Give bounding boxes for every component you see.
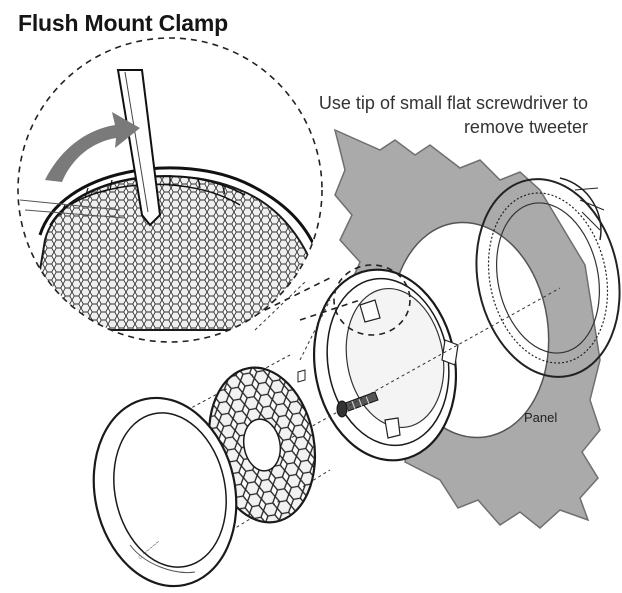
callout-line-1: Use tip of small flat screwdriver to xyxy=(318,93,588,113)
screwdriver xyxy=(116,69,162,227)
zoom-detail xyxy=(17,37,323,343)
panel-label: Panel xyxy=(524,410,558,425)
callout-line-2: remove tweeter xyxy=(463,117,588,137)
screwdriver-callout: Use tip of small flat screwdriver to rem… xyxy=(319,91,588,139)
flush-mount-clamp xyxy=(312,268,459,462)
pry-direction-arrow xyxy=(45,112,140,182)
zoom-connector xyxy=(254,264,411,336)
trim-ring: ○ ~~~~~ xyxy=(92,396,238,588)
rear-flange-ring xyxy=(475,177,621,378)
mounting-screw xyxy=(336,391,379,418)
page-title: Flush Mount Clamp xyxy=(18,10,228,36)
